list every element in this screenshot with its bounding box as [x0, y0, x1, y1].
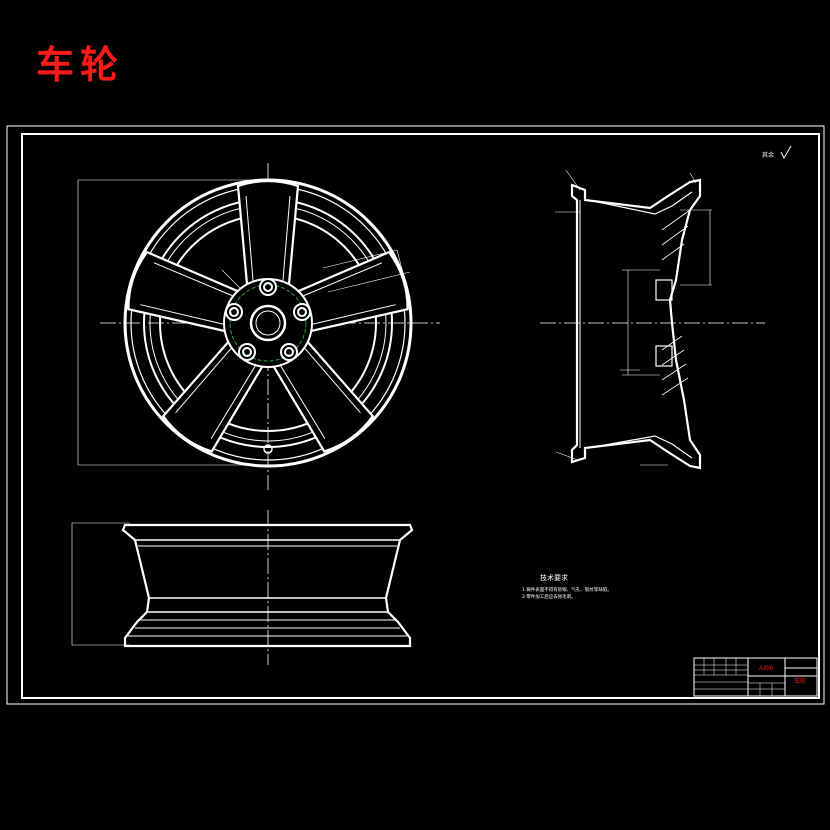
hub [223, 278, 313, 368]
title-block [693, 657, 818, 697]
inner-frame [21, 133, 820, 699]
section-view [540, 169, 765, 470]
front-view [77, 163, 440, 490]
center-bore [249, 304, 287, 342]
title-block-part-name: 车轮 [794, 677, 806, 685]
top-view [71, 510, 414, 665]
roughness-note: 其余 [762, 151, 774, 159]
rim-section [570, 178, 702, 470]
tech-req-line-1: 1.铸件表面不得有砂眼、气孔、裂纹等缺陷。 [522, 586, 612, 593]
spokes [127, 179, 409, 453]
tech-req-line-2: 2.零件加工后应去除毛刺。 [522, 593, 576, 600]
rim-profile [121, 523, 414, 648]
sheet-title: 车轮 [36, 42, 125, 87]
lug-holes [225, 278, 311, 361]
outer-frame [6, 125, 825, 705]
tech-req-heading: 技术要求 [540, 573, 568, 582]
title-block-material: A356 [759, 666, 774, 672]
roughness-symbol [780, 145, 792, 160]
